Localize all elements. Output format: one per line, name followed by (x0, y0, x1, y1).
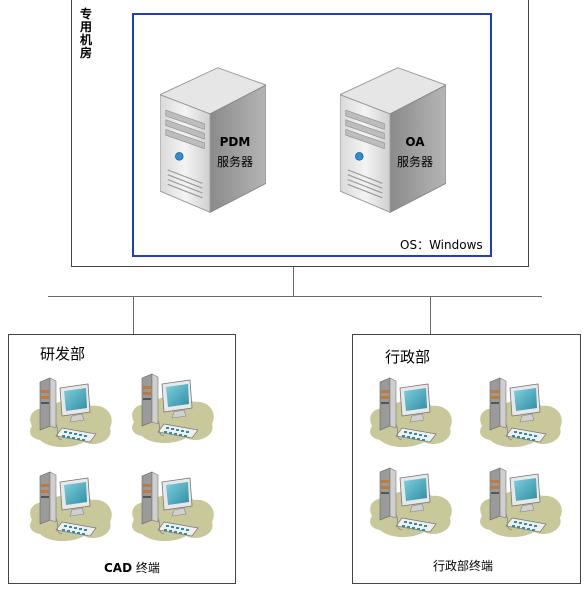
rd-caption-bold: CAD (104, 561, 133, 575)
server-room-label: 专用机房 (79, 7, 92, 60)
rd-terminal-icon (29, 471, 113, 542)
admin-terminal-icon (479, 467, 563, 538)
oa-server-role: 服务器 (396, 155, 433, 169)
oa-server-label: OA 服务器 (385, 132, 445, 172)
rd-terminal-icon (131, 471, 215, 542)
link-server-room (293, 267, 294, 297)
rd-caption-rest: 终端 (132, 561, 160, 575)
rd-department-box (8, 334, 236, 584)
os-label: OS：Windows (400, 238, 483, 252)
server-room-box (132, 13, 492, 257)
link-admin-dept (430, 296, 431, 334)
oa-server-name: OA (405, 135, 425, 149)
admin-terminal-caption: 行政部终端 (433, 557, 493, 574)
admin-terminal-icon (369, 467, 453, 538)
pdm-server-role: 服务器 (216, 155, 253, 169)
rd-terminal-icon (131, 373, 215, 444)
admin-caption-rest: 行政部终端 (433, 559, 494, 573)
rd-department-title: 研发部 (40, 345, 86, 363)
admin-department-box (352, 334, 581, 584)
server-room-frame (71, 0, 529, 267)
rd-terminal-caption: CAD 终端 (104, 559, 160, 576)
rd-terminal-icon (29, 377, 113, 448)
pdm-server-name: PDM (219, 135, 251, 149)
network-bus (48, 296, 542, 297)
pdm-server-label: PDM 服务器 (205, 132, 265, 172)
admin-department-title: 行政部 (385, 348, 431, 366)
admin-terminal-icon (479, 377, 563, 448)
admin-terminal-icon (369, 377, 453, 448)
link-rd-dept (133, 296, 134, 334)
